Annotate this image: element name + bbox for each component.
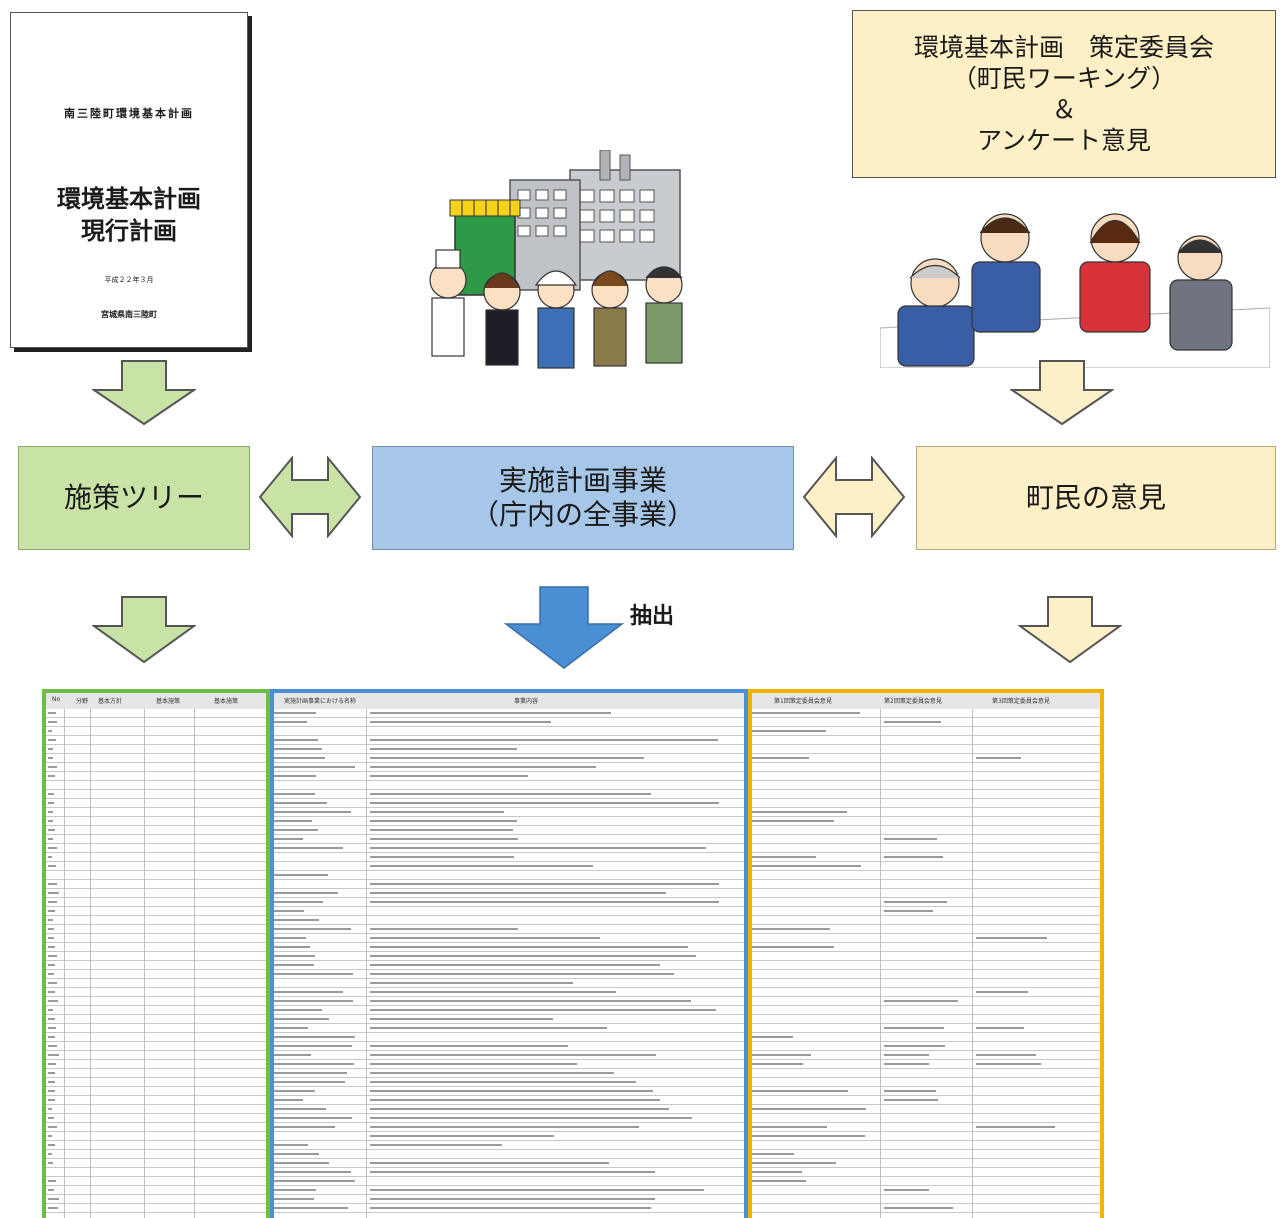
policy-tree-box: 施策ツリー: [18, 446, 250, 550]
header-no: No: [52, 696, 61, 703]
extract-label: 抽出: [630, 604, 675, 629]
document-org: 宮城県南三陸町: [101, 310, 157, 319]
committee-line3: ＆: [1051, 95, 1077, 124]
projects-label-line2: （庁内の全事業）: [470, 498, 695, 531]
spreadsheet-body: [44, 709, 1102, 1218]
projects-label-line1: 実施計画事業: [498, 464, 667, 497]
committee-line1: 環境基本計画 策定委員会: [913, 33, 1214, 62]
implementation-projects-box: 実施計画事業 （庁内の全事業）: [372, 446, 794, 550]
header-basic-measure-1: 基本施策: [156, 698, 181, 705]
green-down-arrow-bottom: [92, 596, 196, 664]
city-workers-illustration: [429, 150, 683, 369]
header-field: 分野: [76, 698, 89, 705]
document-main-line1: 環境基本計画: [57, 185, 201, 213]
yellow-down-arrow-top: [1010, 360, 1114, 426]
header-project-content: 事業内容: [514, 698, 539, 705]
policy-columns-frame: [42, 689, 270, 1218]
yellow-double-arrow: [802, 456, 906, 538]
committee-box: 環境基本計画 策定委員会 （町民ワーキング） ＆ アンケート意見: [852, 10, 1276, 178]
document-main-title: 環境基本計画 現行計画: [11, 183, 247, 247]
plan-cover-document: 南三陸町環境基本計画 環境基本計画 現行計画 平成２２年３月 宮城県南三陸町: [10, 12, 248, 348]
document-main-line2: 現行計画: [81, 217, 177, 245]
document-date: 平成２２年３月: [104, 276, 154, 284]
policy-tree-label: 施策ツリー: [63, 481, 204, 514]
citizen-opinion-box: 町民の意見: [916, 446, 1276, 550]
project-columns-frame: [270, 689, 748, 1218]
header-basic-measure-2: 基本施策: [214, 698, 239, 705]
green-double-arrow: [258, 456, 362, 538]
committee-line2: （町民ワーキング）: [951, 64, 1177, 93]
yellow-down-arrow-bottom: [1018, 596, 1122, 664]
citizen-opinion-label: 町民の意見: [1025, 481, 1166, 514]
header-committee-1: 第1回策定委員会意見: [774, 698, 832, 705]
document-title: 南三陸町環境基本計画: [64, 107, 194, 120]
header-committee-2: 第2回策定委員会意見: [884, 698, 942, 705]
header-basic-policy: 基本方針: [98, 698, 123, 705]
blue-extract-arrow: [504, 586, 624, 669]
green-down-arrow-top: [92, 360, 196, 426]
header-project-name: 実施計画事業における名称: [284, 698, 357, 705]
header-committee-3: 第3回策定委員会意見: [992, 698, 1050, 705]
committee-line4: アンケート意見: [976, 126, 1151, 155]
opinion-columns-frame: [748, 689, 1104, 1218]
meeting-illustration: [880, 213, 1270, 368]
spreadsheet-thumbnail: No 分野 基本方針 基本施策 基本施策 実施計画事業における名称 事業内容 第…: [44, 693, 1102, 1218]
